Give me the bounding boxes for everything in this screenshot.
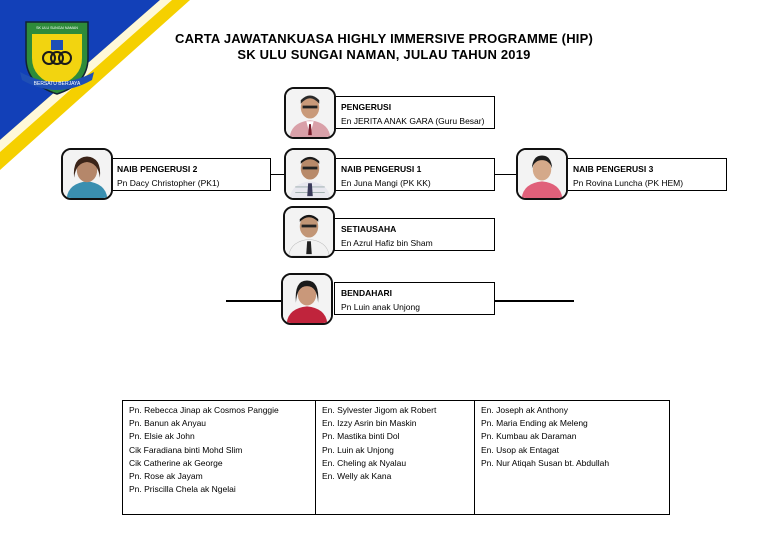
members-column-2: En. Sylvester Jigom ak Robert En. Izzy A… <box>315 401 474 514</box>
bendahari-photo <box>281 273 333 325</box>
members-column-1: Pn. Rebecca Jinap ak Cosmos Panggie Pn. … <box>123 401 315 514</box>
pengerusi-box: PENGERUSI En JERITA ANAK GARA (Guru Besa… <box>334 96 495 129</box>
member-name: En. Sylvester Jigom ak Robert <box>322 405 437 415</box>
setiausaha-box: SETIAUSAHA En Azrul Hafiz bin Sham <box>334 218 495 251</box>
pengerusi-photo <box>284 87 336 139</box>
chart-subtitle: SK ULU SUNGAI NAMAN, JULAU TAHUN 2019 <box>237 47 531 62</box>
naib-pengerusi-1-photo <box>284 148 336 200</box>
member-name: En. Usop ak Entagat <box>481 444 559 455</box>
naib-pengerusi-2-photo <box>61 148 113 200</box>
naib-pengerusi-2-name: Pn Dacy Christopher (PK1) <box>117 178 220 188</box>
logo-top-text: SK ULU SUNGAI NAMAN <box>36 26 78 30</box>
member-name: Pn. Rebecca Jinap ak Cosmos Panggie <box>129 405 279 415</box>
bendahari-name: Pn Luin anak Unjong <box>341 302 420 312</box>
member-name: En. Joseph ak Anthony <box>481 405 568 415</box>
naib-pengerusi-3-box: NAIB PENGERUSI 3 Pn Rovina Luncha (PK HE… <box>566 158 727 191</box>
school-logo: SK ULU SUNGAI NAMAN BERSATU BERJAYA <box>20 21 94 95</box>
pengerusi-name: En JERITA ANAK GARA (Guru Besar) <box>341 116 485 126</box>
member-name: Pn. Maria Ending ak Meleng <box>481 418 588 429</box>
naib-pengerusi-1-name: En Juna Mangi (PK KK) <box>341 178 431 188</box>
bendahari-box: BENDAHARI Pn Luin anak Unjong <box>334 282 495 315</box>
logo-ribbon-text: BERSATU BERJAYA <box>34 81 81 87</box>
member-name: Pn. Nur Atiqah Susan bt. Abdullah <box>481 457 610 468</box>
member-name: En. Cheling ak Nyalau <box>322 457 407 468</box>
naib-pengerusi-3-photo <box>516 148 568 200</box>
member-name: Pn. Luin ak Unjong <box>322 444 394 455</box>
setiausaha-photo <box>283 206 335 258</box>
member-name: Cik Catherine ak George <box>129 457 223 468</box>
naib-pengerusi-1-role: NAIB PENGERUSI 1 <box>341 164 422 174</box>
member-name: Pn. Rose ak Jayam <box>129 471 203 482</box>
member-name: Pn. Mastika binti Dol <box>322 431 400 442</box>
bendahari-line-right <box>494 300 574 302</box>
member-name: En. Izzy Asrin bin Maskin <box>322 418 417 429</box>
members-table: Pn. Rebecca Jinap ak Cosmos Panggie Pn. … <box>122 400 670 515</box>
member-name: Cik Faradiana binti Mohd Slim <box>129 444 243 455</box>
setiausaha-name: En Azrul Hafiz bin Sham <box>341 238 433 248</box>
pengerusi-role: PENGERUSI <box>341 102 392 112</box>
member-name: Pn. Priscilla Chela ak Ngelai <box>129 484 236 495</box>
members-column-3: En. Joseph ak Anthony Pn. Maria Ending a… <box>474 401 669 514</box>
member-name: Pn. Elsie ak John <box>129 431 195 442</box>
bendahari-role: BENDAHARI <box>341 288 392 298</box>
naib-pengerusi-1-box: NAIB PENGERUSI 1 En Juna Mangi (PK KK) <box>334 158 495 191</box>
chart-title: CARTA JAWATANKUASA HIGHLY IMMERSIVE PROG… <box>174 31 594 46</box>
connector-naib2-naib1 <box>270 174 286 175</box>
naib-pengerusi-2-box: NAIB PENGERUSI 2 Pn Dacy Christopher (PK… <box>110 158 271 191</box>
bendahari-line-left <box>226 300 282 302</box>
connector-naib1-naib3 <box>494 174 516 175</box>
member-name: En. Welly ak Kana <box>322 471 392 482</box>
member-name: Pn. Kumbau ak Daraman <box>481 431 577 442</box>
naib-pengerusi-3-role: NAIB PENGERUSI 3 <box>573 164 654 174</box>
member-name: Pn. Banun ak Anyau <box>129 418 207 429</box>
naib-pengerusi-2-role: NAIB PENGERUSI 2 <box>117 164 198 174</box>
naib-pengerusi-3-name: Pn Rovina Luncha (PK HEM) <box>573 178 684 188</box>
setiausaha-role: SETIAUSAHA <box>341 224 397 234</box>
